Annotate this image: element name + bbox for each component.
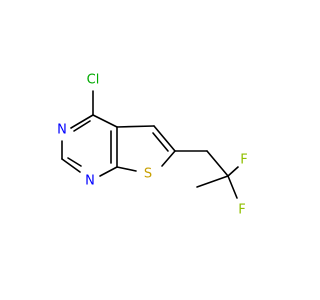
bond-ch2-cf2 xyxy=(206,150,229,177)
bond-c4-n3 xyxy=(70,114,94,129)
bonds xyxy=(61,90,239,199)
bond-n1-c7a xyxy=(99,166,118,177)
bond-cf2-ftop xyxy=(227,166,239,177)
bond-c3a-c3 xyxy=(116,125,155,128)
bond-c3a-c4 xyxy=(92,114,118,128)
bond-c2-n1-inner xyxy=(67,157,82,167)
bond-c2-n1 xyxy=(61,158,81,173)
bond-c3-c2t-inner xyxy=(152,132,169,152)
atom-cl: Cl xyxy=(87,73,100,88)
atom-f-top: F xyxy=(240,153,247,168)
structure-diagram: Cl N N S F F xyxy=(57,73,248,218)
atom-s: S xyxy=(144,167,152,182)
atom-labels: Cl N N S F F xyxy=(57,73,248,218)
bond-cf2-fbottom xyxy=(227,175,238,199)
bond-cf2-ch3 xyxy=(196,175,229,188)
atom-n3: N xyxy=(57,123,67,138)
bond-c2t-s xyxy=(161,150,176,167)
bond-c3-c2t xyxy=(153,125,176,152)
molecule-canvas: Cl N N S F F xyxy=(57,72,248,218)
atom-n1: N xyxy=(85,174,95,189)
bond-c4-n3-inner xyxy=(73,120,91,132)
atom-f-bottom: F xyxy=(238,203,245,218)
bond-s-c7a xyxy=(116,166,137,172)
